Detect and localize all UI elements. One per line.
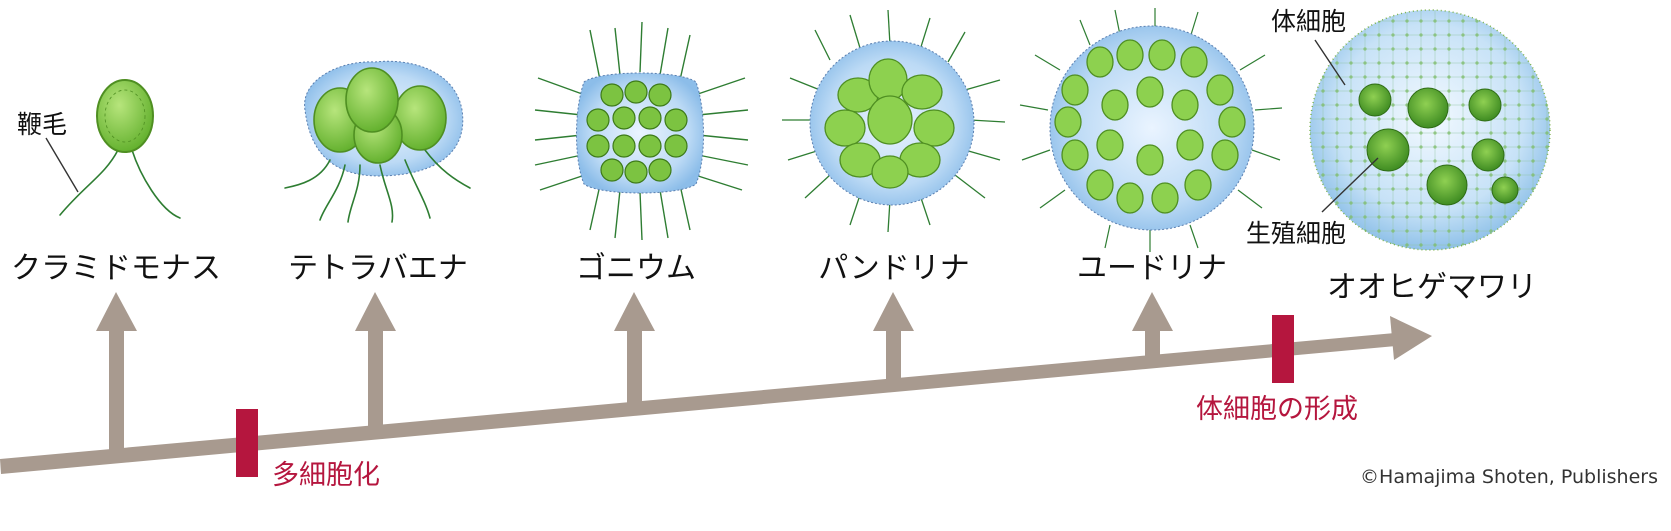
gonium-icon bbox=[534, 21, 749, 241]
tetrabaena-icon bbox=[284, 60, 471, 223]
organism-name-6: オオヒゲマワリ bbox=[1327, 270, 1537, 305]
somatic-formation-marker bbox=[1272, 315, 1294, 383]
eudorina-icon bbox=[1019, 8, 1283, 252]
multicellularity-label: 多細胞化 bbox=[272, 460, 380, 491]
somatic-cell-leader bbox=[1314, 39, 1346, 86]
organism-name-2: テトラバエナ bbox=[288, 251, 468, 286]
organism-name-5: ユードリナ bbox=[1077, 251, 1227, 286]
branch-arrow-3 bbox=[614, 292, 655, 407]
multicellularity-marker bbox=[236, 409, 258, 477]
pandorina-icon bbox=[782, 9, 1006, 233]
copyright-credit: ©Hamajima Shoten, Publishers bbox=[1360, 466, 1658, 488]
somatic-formation-label: 体細胞の形成 bbox=[1196, 394, 1358, 425]
somatic-cell-label: 体細胞 bbox=[1271, 7, 1346, 36]
branch-arrows bbox=[96, 292, 1173, 453]
branch-arrow-2 bbox=[355, 292, 396, 430]
germ-cell-leader bbox=[1321, 157, 1379, 213]
branch-arrow-5 bbox=[1132, 292, 1173, 361]
branch-arrow-4 bbox=[873, 292, 914, 384]
organism-name-1: クラミドモナス bbox=[11, 251, 221, 286]
branch-arrow-1 bbox=[96, 292, 137, 453]
flagellum-leader bbox=[45, 137, 79, 193]
timeline-arrow bbox=[0, 316, 1432, 474]
timeline-arrowhead bbox=[1390, 316, 1432, 360]
flagellum-label: 鞭毛 bbox=[17, 110, 67, 139]
organism-name-4: パンドリナ bbox=[818, 251, 970, 286]
chlamydomonas-icon bbox=[59, 79, 181, 219]
germ-cell-label: 生殖細胞 bbox=[1246, 219, 1346, 248]
volvox-icon bbox=[1309, 9, 1551, 251]
organism-name-3: ゴニウム bbox=[576, 251, 696, 286]
